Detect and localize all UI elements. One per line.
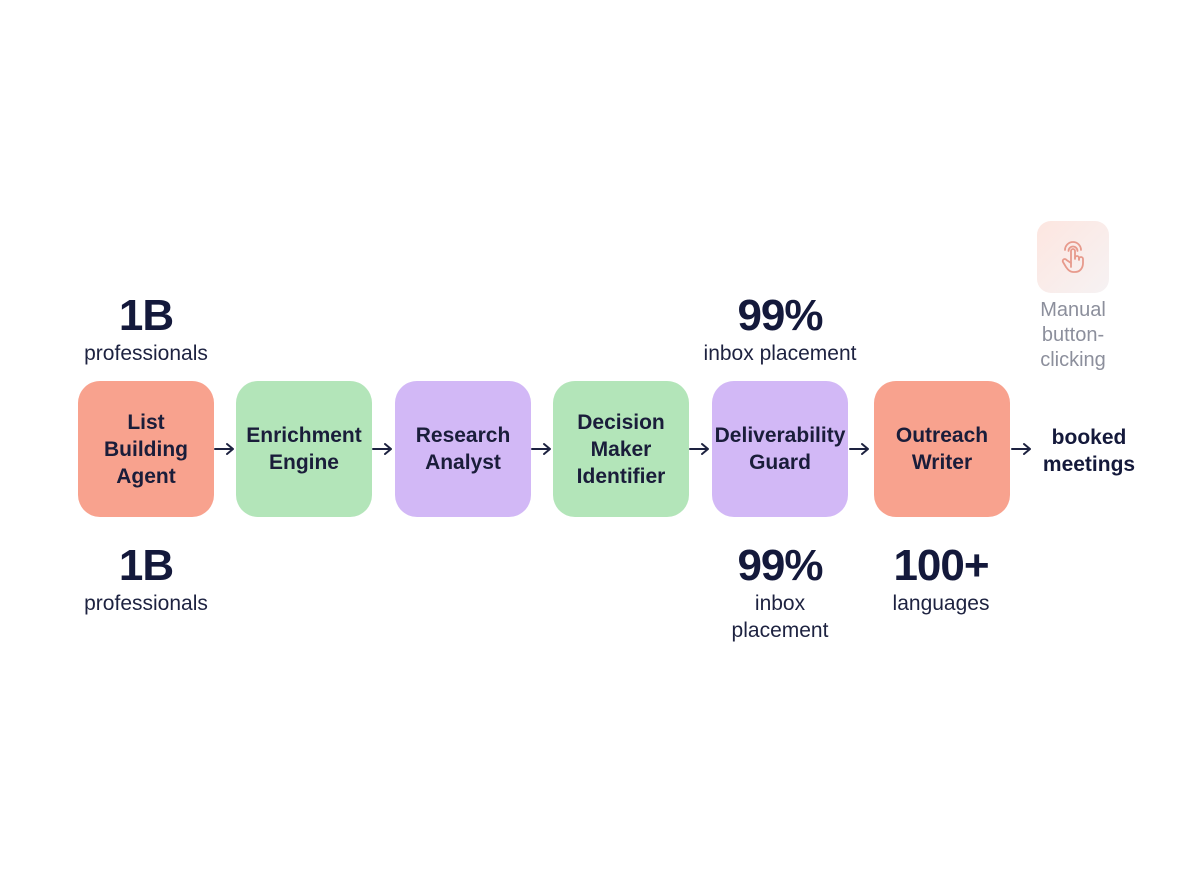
node-outreach-writer: Outreach Writer bbox=[874, 381, 1010, 517]
stat-label: professionals bbox=[84, 592, 208, 615]
pointing-hand-icon bbox=[1061, 241, 1084, 273]
node-decision-maker-identifier: Decision Maker Identifier bbox=[553, 381, 689, 517]
arrow-right-icon bbox=[214, 443, 234, 455]
arrow-right-icon bbox=[849, 443, 869, 455]
stat-top-inbox-placement: 99% inbox placement bbox=[704, 292, 857, 367]
stat-value: 99% bbox=[737, 541, 823, 590]
node-enrichment-engine: Enrichment Engine bbox=[236, 381, 372, 517]
node-label: Deliverability Guard bbox=[714, 424, 846, 474]
stat-value: 1B bbox=[118, 291, 174, 340]
arrow-right-icon bbox=[531, 443, 551, 455]
stat-top-professionals: 1B professionals bbox=[84, 292, 208, 367]
node-list-building-agent: List Building Agent bbox=[78, 381, 214, 517]
manual-badge bbox=[1037, 221, 1109, 293]
node-research-analyst: Research Analyst bbox=[395, 381, 531, 517]
node-label: List Building Agent bbox=[104, 410, 188, 488]
stat-label: inbox placement bbox=[731, 592, 829, 642]
stat-label: inbox placement bbox=[703, 342, 857, 365]
arrow-right-icon bbox=[372, 443, 392, 455]
stat-value: 100+ bbox=[893, 541, 989, 590]
stat-value: 99% bbox=[737, 291, 823, 340]
node-label: Decision Maker Identifier bbox=[576, 410, 666, 488]
node-label: Research Analyst bbox=[415, 424, 511, 474]
stat-label: languages bbox=[892, 592, 990, 615]
stat-bottom-inbox-placement: 99% inbox placement bbox=[732, 542, 829, 644]
manual-label: Manual button-clicking bbox=[1040, 299, 1106, 371]
stat-label: professionals bbox=[84, 342, 208, 365]
node-label: Outreach Writer bbox=[895, 424, 989, 474]
arrow-right-icon bbox=[1011, 443, 1031, 455]
node-label: Enrichment Engine bbox=[246, 424, 362, 474]
stat-bottom-professionals: 1B professionals bbox=[84, 542, 208, 617]
stat-value: 1B bbox=[118, 541, 174, 590]
node-deliverability-guard: Deliverability Guard bbox=[712, 381, 848, 517]
stat-bottom-languages: 100+ languages bbox=[893, 542, 990, 617]
arrow-right-icon bbox=[689, 443, 709, 455]
outcome-label: booked meetings bbox=[1042, 426, 1136, 476]
